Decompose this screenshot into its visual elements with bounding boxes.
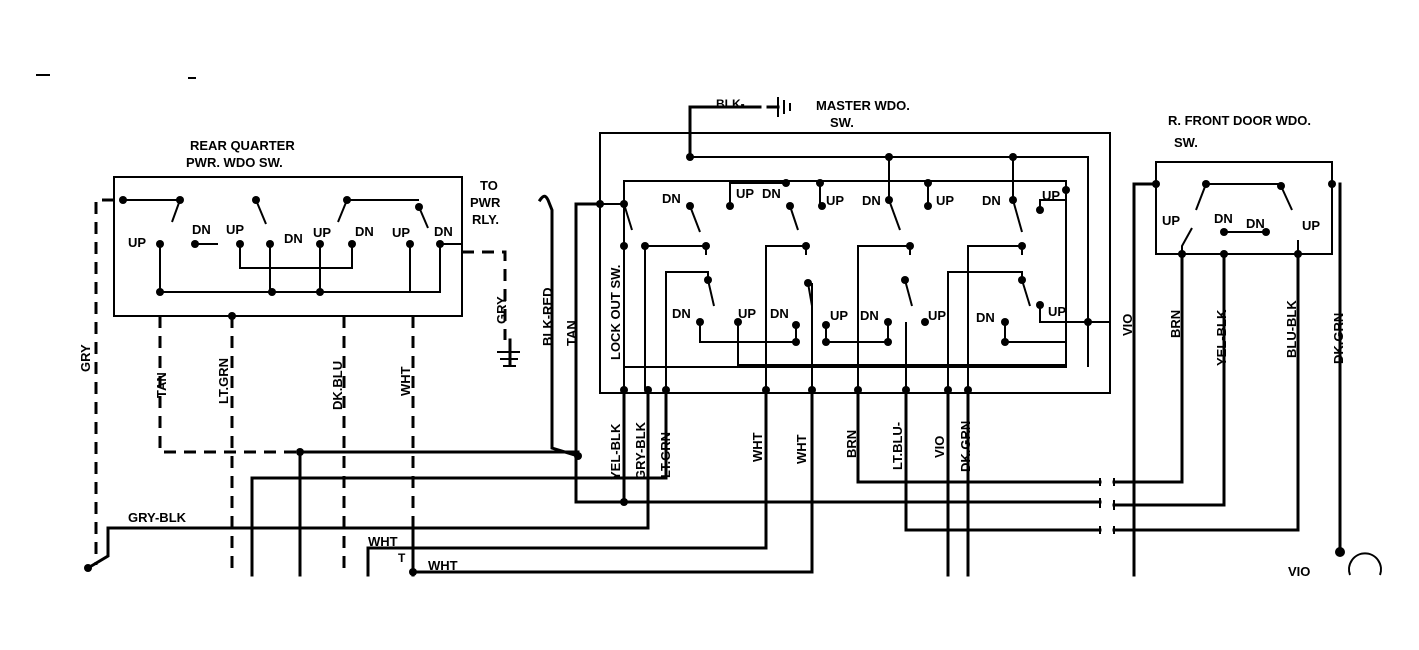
label-gry-relay: GRY — [494, 296, 509, 324]
label-wht-2: WHT — [794, 434, 809, 464]
svg-text:UP: UP — [392, 225, 410, 240]
svg-text:UP: UP — [936, 193, 954, 208]
wire-brn-right — [1112, 252, 1184, 484]
label-vio-right: VIO — [1120, 314, 1135, 336]
svg-text:UP: UP — [738, 306, 756, 321]
label-wht-bottom-1: WHT — [368, 534, 398, 549]
master-outer-box — [599, 132, 1111, 394]
master-switch: MASTER WDO. SW. BLK- LOCK OUT SW. DN UP … — [596, 97, 1111, 394]
label-brn-master: BRN — [844, 430, 859, 458]
label-gry-blk: GRY-BLK — [128, 510, 187, 525]
wire-yel-blk-right — [1112, 252, 1226, 507]
svg-text:PWR: PWR — [470, 195, 501, 210]
svg-text:UP: UP — [1162, 213, 1180, 228]
svg-text:UP: UP — [830, 308, 848, 323]
label-lt-grn-master: LT.GRN — [658, 432, 673, 478]
label-gry-blk-master: GRY-BLK — [633, 421, 648, 480]
svg-text:UP: UP — [226, 222, 244, 237]
label-vio-bottom: VIO — [1288, 564, 1310, 579]
wire-gry-relay — [462, 250, 507, 340]
wire-labels: GRY GRY-BLK TAN LT.GRN DK.BLU WHT GRY BL… — [78, 288, 1346, 580]
svg-text:DN: DN — [976, 310, 995, 325]
svg-text:DN: DN — [860, 308, 879, 323]
vio-connector — [1348, 552, 1382, 576]
rear-quarter-wiring — [94, 198, 520, 575]
wire-wht-1 — [366, 388, 768, 577]
right-front-door-switch: R. FRONT DOOR WDO. SW. UP DN DN UP — [1152, 113, 1336, 258]
svg-text:UP: UP — [928, 308, 946, 323]
label-tan-rear: TAN — [154, 372, 169, 398]
r-front-title: R. FRONT DOOR WDO. — [1168, 113, 1311, 128]
svg-text:DN: DN — [1246, 216, 1265, 231]
svg-text:DN: DN — [982, 193, 1001, 208]
label-dk-grn-master: DK.GRN — [958, 421, 973, 472]
master-title: MASTER WDO. — [816, 98, 910, 113]
rear-quarter-switch: REAR QUARTER PWR. WDO SW. — [113, 138, 463, 320]
svg-text:UP: UP — [736, 186, 754, 201]
svg-text:RLY.: RLY. — [472, 212, 499, 227]
wire-blu-blk — [1112, 252, 1300, 532]
label-brn-right: BRN — [1168, 310, 1183, 338]
wire-blk-ground — [688, 105, 762, 159]
wire-blk-red — [537, 194, 580, 458]
wire-lt-grn-master — [250, 388, 668, 577]
label-lt-grn-rear: LT.GRN — [216, 358, 231, 404]
svg-text:DN: DN — [1214, 211, 1233, 226]
svg-text:UP: UP — [313, 225, 331, 240]
label-wht-1: WHT — [750, 432, 765, 462]
r-front-box — [1155, 161, 1333, 255]
label-wht-bottom-2: WHT — [428, 558, 458, 573]
label-gry: GRY — [78, 344, 93, 372]
label-tan-master: TAN — [564, 320, 579, 346]
master-subtitle: SW. — [830, 115, 854, 130]
rear-quarter-box — [113, 176, 463, 317]
svg-text:DN: DN — [762, 186, 781, 201]
label-blu-blk: BLU-BLK — [1284, 300, 1299, 358]
label-wht-rear: WHT — [398, 366, 413, 396]
svg-text:TO: TO — [480, 178, 498, 193]
rear-quarter-subtitle: PWR. WDO SW. — [186, 155, 283, 170]
wire-vio-right — [1132, 182, 1158, 577]
svg-text:UP: UP — [1302, 218, 1320, 233]
lock-out-switch-label: LOCK OUT SW. — [608, 265, 623, 360]
wire-brn-master — [856, 388, 1102, 484]
svg-text:DN: DN — [284, 231, 303, 246]
label-yel-blk-right: YEL-BLK — [1214, 309, 1229, 366]
rear-quarter-title: REAR QUARTER — [190, 138, 295, 153]
svg-text:DN: DN — [672, 306, 691, 321]
label-lt-blu: LT.BLU- — [890, 422, 905, 470]
wire-lt-blu — [904, 388, 1102, 532]
svg-text:DN: DN — [862, 193, 881, 208]
label-vio-master: VIO — [932, 436, 947, 458]
svg-text:UP: UP — [128, 235, 146, 250]
wire-tan-rear — [158, 316, 300, 454]
svg-text:BLK-: BLK- — [716, 97, 745, 111]
svg-text:DN: DN — [662, 191, 681, 206]
to-power-relay-label: TO PWR RLY. — [470, 178, 501, 227]
label-dk-grn-right: DK.GRN — [1331, 313, 1346, 364]
label-blk-red: BLK-RED — [540, 288, 555, 347]
svg-text:DN: DN — [192, 222, 211, 237]
harness-wiring — [84, 133, 1382, 577]
r-front-subtitle: SW. — [1174, 135, 1198, 150]
svg-text:DN: DN — [434, 224, 453, 239]
label-yel-blk-master: YEL-BLK — [608, 423, 623, 480]
svg-text:UP: UP — [826, 193, 844, 208]
svg-text:DN: DN — [770, 306, 789, 321]
svg-text:DN: DN — [355, 224, 374, 239]
label-dk-blu: DK.BLU — [330, 361, 345, 410]
label-t-mark: T — [398, 551, 406, 565]
ground-symbol — [497, 351, 520, 367]
svg-text:UP: UP — [1048, 304, 1066, 319]
wire-gry — [94, 198, 114, 565]
chassis-ground — [777, 97, 791, 117]
